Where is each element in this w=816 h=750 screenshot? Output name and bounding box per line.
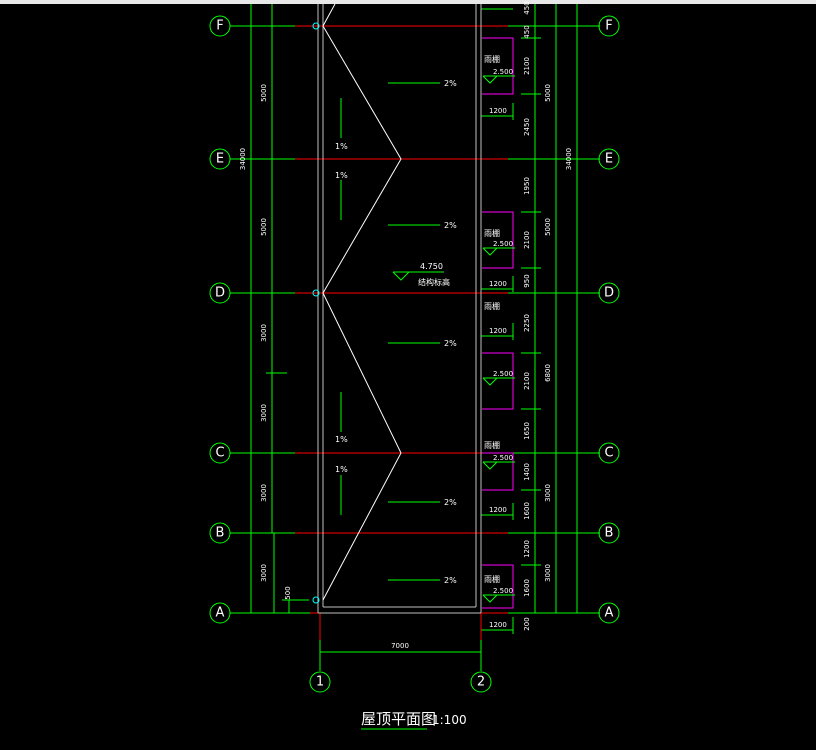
dim-text: 2100: [523, 57, 531, 75]
dim-text: 5000: [260, 218, 268, 236]
dim-text: 950: [523, 274, 531, 287]
axis-label-C: C: [604, 446, 613, 461]
dim-text: 3000: [544, 484, 552, 502]
dim-text: 1950: [523, 177, 531, 195]
dim-text: 1600: [523, 502, 531, 520]
dim-text: 6800: [544, 364, 552, 382]
roof-drain-icons: [312, 22, 320, 604]
roof-ridge-lines: [322, 3, 402, 601]
parapet-walls: [317, 4, 482, 614]
dim-total: 34000: [239, 148, 247, 170]
slope-label: 1%: [335, 435, 348, 444]
dim-text: 3000: [260, 484, 268, 502]
canopy-elevation: 2.500: [493, 587, 513, 595]
window-top-bar: [0, 0, 816, 4]
canopy-width: 1200: [489, 327, 507, 335]
axis-label-B: B: [216, 526, 225, 541]
drawing-title: 屋顶平面图: [361, 710, 436, 728]
drawing-scale: 1:100: [432, 713, 467, 727]
canopy-label: 雨棚: [484, 574, 500, 584]
dimension-lines: [250, 4, 578, 671]
dim-offset: 500: [284, 586, 292, 599]
dim-text: 5000: [544, 84, 552, 102]
dim-text: 200: [523, 617, 531, 630]
dim-text: 2100: [523, 372, 531, 390]
canopy-elevation: 2.500: [493, 240, 513, 248]
grid-lines-horizontal: [230, 25, 600, 614]
canopy-label: 雨棚: [484, 228, 500, 238]
canopy-width: 1200: [489, 621, 507, 629]
axis-label-D: D: [215, 286, 225, 301]
dims-right-inner: 450 450 2100 2450 1950 2100 950 2250 210…: [239, 1, 573, 630]
dim-text: 1650: [523, 422, 531, 440]
dim-text: 5000: [260, 84, 268, 102]
axis-label-D: D: [604, 286, 614, 301]
axis-label-F: F: [605, 19, 612, 34]
dim-text: 3000: [260, 404, 268, 422]
canopy-width: 1200: [489, 506, 507, 514]
axis-label-B: B: [605, 526, 614, 541]
axis-label-F: F: [216, 19, 223, 34]
dim-text: 450: [523, 25, 531, 38]
axis-label-A: A: [605, 606, 614, 621]
slope-label: 1%: [335, 465, 348, 474]
axis-label-E: E: [605, 152, 613, 167]
slope-label: 1%: [335, 142, 348, 151]
canopy-label: 雨棚: [484, 54, 500, 64]
canopy-label: 雨棚: [484, 440, 500, 450]
axis-label-2: 2: [477, 675, 485, 690]
slope-arrows: [340, 82, 440, 581]
axis-label-1: 1: [316, 675, 324, 690]
canopy-elevation: 2.500: [493, 454, 513, 462]
slope-label: 1%: [335, 171, 348, 180]
dim-text: 1600: [523, 579, 531, 597]
dim-text: 1200: [523, 540, 531, 558]
slope-label: 2%: [444, 79, 457, 88]
dim-text: 3000: [260, 564, 268, 582]
canopy-elevation: 2.500: [493, 370, 513, 378]
dim-text: 3000: [544, 564, 552, 582]
slope-label: 2%: [444, 221, 457, 230]
dim-total: 34000: [565, 148, 573, 170]
slope-label: 2%: [444, 498, 457, 507]
dim-text: 2450: [523, 118, 531, 136]
dim-text: 3000: [260, 324, 268, 342]
axis-label-A: A: [216, 606, 225, 621]
dim-text: 5000: [544, 218, 552, 236]
axis-label-E: E: [216, 152, 224, 167]
canopy-width: 1200: [489, 107, 507, 115]
dim-bottom: 7000: [391, 642, 409, 650]
canopy-outlines: [482, 37, 515, 609]
axis-label-C: C: [215, 446, 224, 461]
canopy-elevation: 2.500: [493, 68, 513, 76]
dim-text: 1400: [523, 463, 531, 481]
slope-label: 2%: [444, 576, 457, 585]
dim-text: 2100: [523, 231, 531, 249]
slope-label: 2%: [444, 339, 457, 348]
canopy-width: 1200: [489, 280, 507, 288]
axis-bubbles: [209, 15, 620, 693]
canopy-label: 雨棚: [484, 301, 500, 311]
elevation-marker: [392, 271, 444, 281]
dim-text: 450: [523, 1, 531, 14]
elevation-value: 4.750: [420, 262, 443, 271]
dim-text: 2250: [523, 314, 531, 332]
elevation-label: 结构标高: [418, 277, 450, 287]
